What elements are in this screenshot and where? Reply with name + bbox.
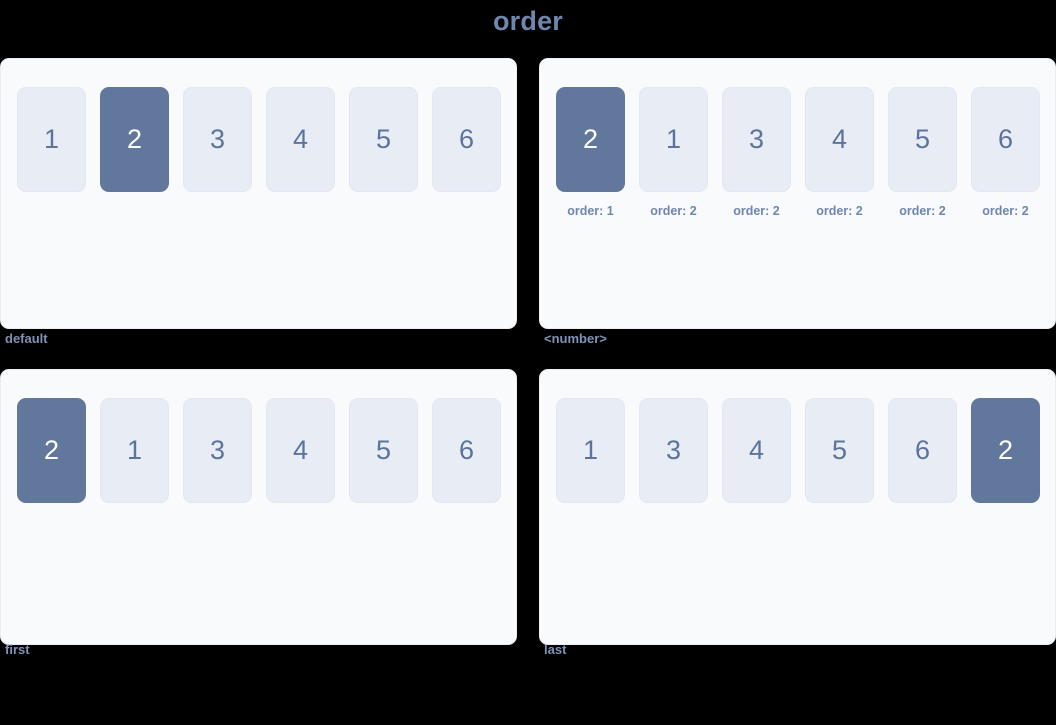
order-tile[interactable]: 1 xyxy=(639,87,708,192)
tile-cell: 3 xyxy=(183,398,252,514)
order-note: order: 1 xyxy=(567,204,614,218)
order-tile[interactable]: 4 xyxy=(805,87,874,192)
tile-cell: 5 xyxy=(805,398,874,514)
tile-row: 1 2 3 4 5 xyxy=(17,87,501,203)
order-tile[interactable]: 5 xyxy=(805,398,874,503)
tile-cell: 1 order: 2 xyxy=(639,87,708,219)
order-tile[interactable]: 5 xyxy=(888,87,957,192)
tile-row: 1 3 4 5 6 xyxy=(556,398,1040,514)
demo-grid: 1 2 3 4 5 xyxy=(0,58,1056,683)
tile-cell: 2 xyxy=(971,398,1040,514)
demo-label-default: default xyxy=(5,331,48,346)
demo-label-last: last xyxy=(544,642,567,657)
tile-cell: 3 order: 2 xyxy=(722,87,791,219)
order-tile[interactable]: 4 xyxy=(266,398,335,503)
tile-cell: 6 xyxy=(432,398,501,514)
demo-card: 1 3 4 5 6 xyxy=(539,369,1056,645)
tile-cell: 2 xyxy=(17,398,86,514)
tile-row: 2 1 3 4 5 xyxy=(17,398,501,514)
order-tile-active[interactable]: 2 xyxy=(100,87,169,192)
order-tile-active[interactable]: 2 xyxy=(971,398,1040,503)
tile-row: 2 order: 1 1 order: 2 3 order: 2 4 order… xyxy=(556,87,1040,219)
tile-cell: 2 xyxy=(100,87,169,203)
order-tile[interactable]: 4 xyxy=(722,398,791,503)
tile-cell: 6 xyxy=(888,398,957,514)
tile-cell: 1 xyxy=(17,87,86,203)
demo-label-number: <number> xyxy=(544,331,607,346)
order-tile[interactable]: 3 xyxy=(722,87,791,192)
tile-cell: 6 order: 2 xyxy=(971,87,1040,219)
demo-first: 2 1 3 4 5 xyxy=(0,369,517,659)
tile-cell: 5 order: 2 xyxy=(888,87,957,219)
demo-card: 2 1 3 4 5 xyxy=(0,369,517,645)
demo-number: 2 order: 1 1 order: 2 3 order: 2 4 order… xyxy=(539,58,1056,348)
tile-cell: 2 order: 1 xyxy=(556,87,625,219)
order-tile[interactable]: 4 xyxy=(266,87,335,192)
tile-cell: 5 xyxy=(349,398,418,514)
order-tile[interactable]: 1 xyxy=(17,87,86,192)
demo-card: 1 2 3 4 5 xyxy=(0,58,517,329)
tile-cell: 6 xyxy=(432,87,501,203)
tile-cell: 4 xyxy=(266,87,335,203)
demo-card: 2 order: 1 1 order: 2 3 order: 2 4 order… xyxy=(539,58,1056,329)
tile-cell: 4 order: 2 xyxy=(805,87,874,219)
demo-default: 1 2 3 4 5 xyxy=(0,58,517,348)
order-tile[interactable]: 3 xyxy=(183,398,252,503)
order-tile[interactable]: 1 xyxy=(100,398,169,503)
order-tile[interactable]: 6 xyxy=(888,398,957,503)
order-tile[interactable]: 6 xyxy=(432,87,501,192)
order-tile[interactable]: 6 xyxy=(432,398,501,503)
tile-cell: 3 xyxy=(639,398,708,514)
order-tile-active[interactable]: 2 xyxy=(17,398,86,503)
order-note: order: 2 xyxy=(650,204,697,218)
order-note: order: 2 xyxy=(816,204,863,218)
tile-cell: 4 xyxy=(266,398,335,514)
tile-cell: 3 xyxy=(183,87,252,203)
order-note: order: 2 xyxy=(733,204,780,218)
order-note: order: 2 xyxy=(899,204,946,218)
order-tile[interactable]: 5 xyxy=(349,398,418,503)
demo-label-first: first xyxy=(5,642,30,657)
tile-cell: 1 xyxy=(100,398,169,514)
order-tile[interactable]: 3 xyxy=(183,87,252,192)
order-note: order: 2 xyxy=(982,204,1029,218)
tile-cell: 4 xyxy=(722,398,791,514)
order-tile[interactable]: 5 xyxy=(349,87,418,192)
tile-cell: 1 xyxy=(556,398,625,514)
tile-cell: 5 xyxy=(349,87,418,203)
order-tile[interactable]: 3 xyxy=(639,398,708,503)
order-tile[interactable]: 1 xyxy=(556,398,625,503)
page-title: order xyxy=(492,6,564,36)
order-tile-active[interactable]: 2 xyxy=(556,87,625,192)
order-tile[interactable]: 6 xyxy=(971,87,1040,192)
demo-last: 1 3 4 5 6 xyxy=(539,369,1056,659)
